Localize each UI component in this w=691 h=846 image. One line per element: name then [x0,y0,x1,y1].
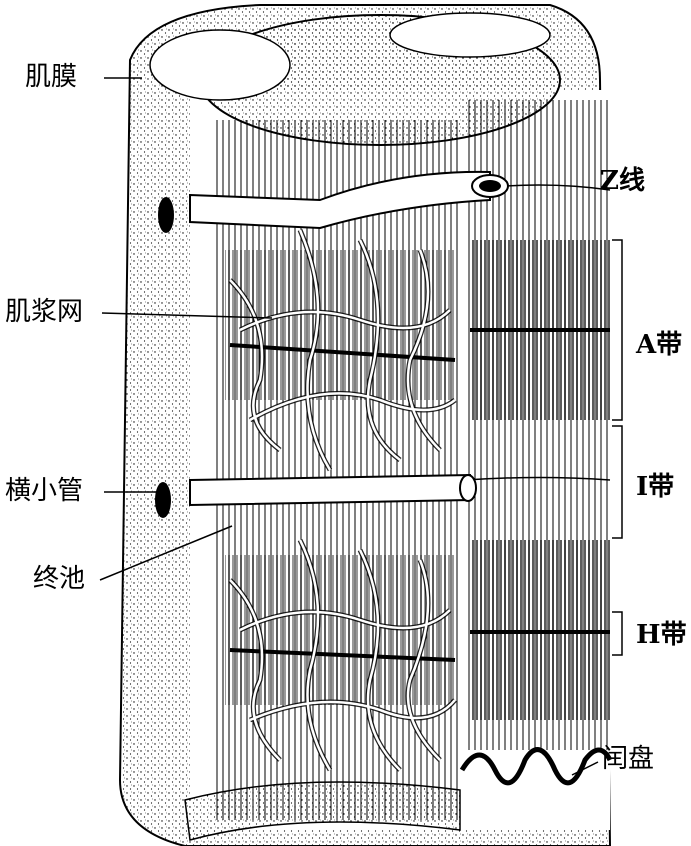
leader-lines [99,77,623,776]
label-h-band: H带 [636,620,687,650]
label-intercalated-disc: 闰盘 [602,744,655,774]
label-a-band: A带 [636,330,683,360]
label-i-band: I带 [636,472,675,502]
label-terminal-cisterna: 终池 [33,564,86,594]
sarcoplasmic-reticulum-network-inner [229,229,456,771]
h-band-bracket [612,611,623,656]
fiber-cross-section [149,12,561,146]
label-t-tubule: 横小管 [5,476,84,506]
i-band-bracket [612,425,623,539]
a-band-bracket [612,239,623,421]
label-z-line: Z线 [600,166,645,196]
terminal-cisterna-leader [99,525,233,581]
t-tubules [155,170,509,518]
label-sarcoplasmic-reticulum: 肌浆网 [5,297,84,327]
label-sarcolemma: 肌膜 [25,62,78,92]
bottom-edge [184,747,613,841]
sarcoplasmic-reticulum-leader [101,312,273,319]
intercalated-disc-leader [571,761,599,776]
